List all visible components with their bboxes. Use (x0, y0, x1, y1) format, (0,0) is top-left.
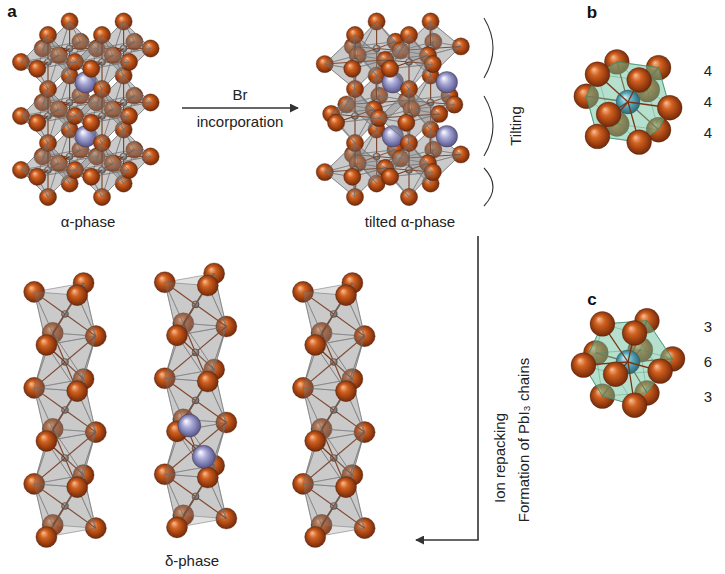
process-label: Tilting (507, 106, 524, 145)
iodide-sphere (36, 334, 57, 355)
iodide-sphere (381, 60, 398, 77)
iodide-sphere (305, 526, 326, 547)
phase-name: δ-phase (165, 552, 219, 569)
process-label: incorporation (197, 113, 284, 130)
polyhedron-edge (647, 90, 658, 130)
layer-count: 4 (704, 62, 712, 79)
iodide-sphere (29, 114, 46, 131)
iodide-sphere (83, 60, 100, 77)
phase-name: α-phase (61, 213, 116, 230)
polyhedron-edge (596, 353, 603, 396)
iodide-sphere (83, 114, 100, 131)
transformation-arrow (182, 107, 298, 109)
iodide-sphere (305, 334, 326, 355)
iodide-sphere (381, 168, 398, 185)
iodide-sphere (36, 430, 57, 451)
layer-count: 3 (704, 318, 712, 335)
iodide-sphere (197, 275, 218, 296)
iodide-sphere (29, 168, 46, 185)
iodide-sphere (344, 168, 361, 185)
cation-sphere (436, 71, 458, 93)
tilt-bracket (484, 18, 493, 78)
arrows (182, 18, 493, 540)
cation-sphere (436, 125, 458, 147)
layer-count: 3 (704, 388, 712, 405)
panel-letter: c (587, 290, 596, 310)
iodide-sphere (327, 114, 344, 131)
iodide-sphere (166, 517, 187, 538)
process-label: Ion repacking (491, 413, 508, 503)
iodide-sphere (305, 430, 326, 451)
iodide-sphere (622, 321, 647, 346)
iodide-sphere (36, 526, 57, 547)
iodide-sphere (197, 467, 218, 488)
iodide-sphere (603, 362, 628, 387)
structures (12, 13, 685, 548)
phase-name: tilted α-phase (365, 213, 455, 230)
iodide-sphere (590, 312, 615, 337)
coordination-polyhedron (574, 49, 682, 154)
iodide-sphere (627, 130, 652, 155)
iodide-sphere (648, 359, 673, 384)
polyhedron-edge (617, 124, 659, 130)
iodide-sphere (197, 371, 218, 392)
tilt-bracket (484, 96, 493, 156)
tilt-bracket (484, 168, 493, 206)
reagent-label: Br (233, 86, 248, 103)
perovskite-lattice (316, 13, 469, 206)
process-label: Formation of PbI₃ chains (515, 358, 532, 523)
iodide-sphere (67, 285, 88, 306)
iodide-sphere (166, 325, 187, 346)
panel-letter: a (7, 2, 16, 22)
iodide-sphere (596, 102, 621, 127)
iodide-sphere (622, 393, 647, 418)
iodide-sphere (335, 381, 356, 402)
cation-sphere (178, 414, 201, 437)
iodide-sphere (398, 114, 415, 131)
iodide-sphere (83, 168, 100, 185)
iodide-sphere (571, 353, 596, 378)
iodide-sphere (627, 68, 652, 93)
coordination-polyhedron (571, 308, 685, 417)
polyhedron-edge (647, 321, 673, 359)
iodide-sphere (344, 60, 361, 77)
perovskite-lattice (12, 13, 159, 206)
iodide-sphere (585, 62, 610, 87)
iodide-sphere (585, 124, 610, 149)
iodide-sphere (67, 381, 88, 402)
iodide-sphere (29, 60, 46, 77)
layer-count: 4 (704, 93, 712, 110)
polyhedron-edge (647, 359, 673, 393)
iodide-sphere (335, 285, 356, 306)
polyhedron-edge (617, 62, 659, 68)
iodide-sphere (335, 477, 356, 498)
panel-letter: b (587, 3, 597, 23)
polyhedron-edge (640, 350, 647, 393)
cation-sphere (192, 445, 215, 468)
layer-count: 6 (704, 353, 712, 370)
face-sharing-chains (24, 263, 376, 548)
transformation-arrow (416, 236, 478, 540)
iodide-sphere (67, 477, 88, 498)
layer-count: 4 (704, 124, 712, 141)
iodide-sphere (657, 95, 682, 120)
